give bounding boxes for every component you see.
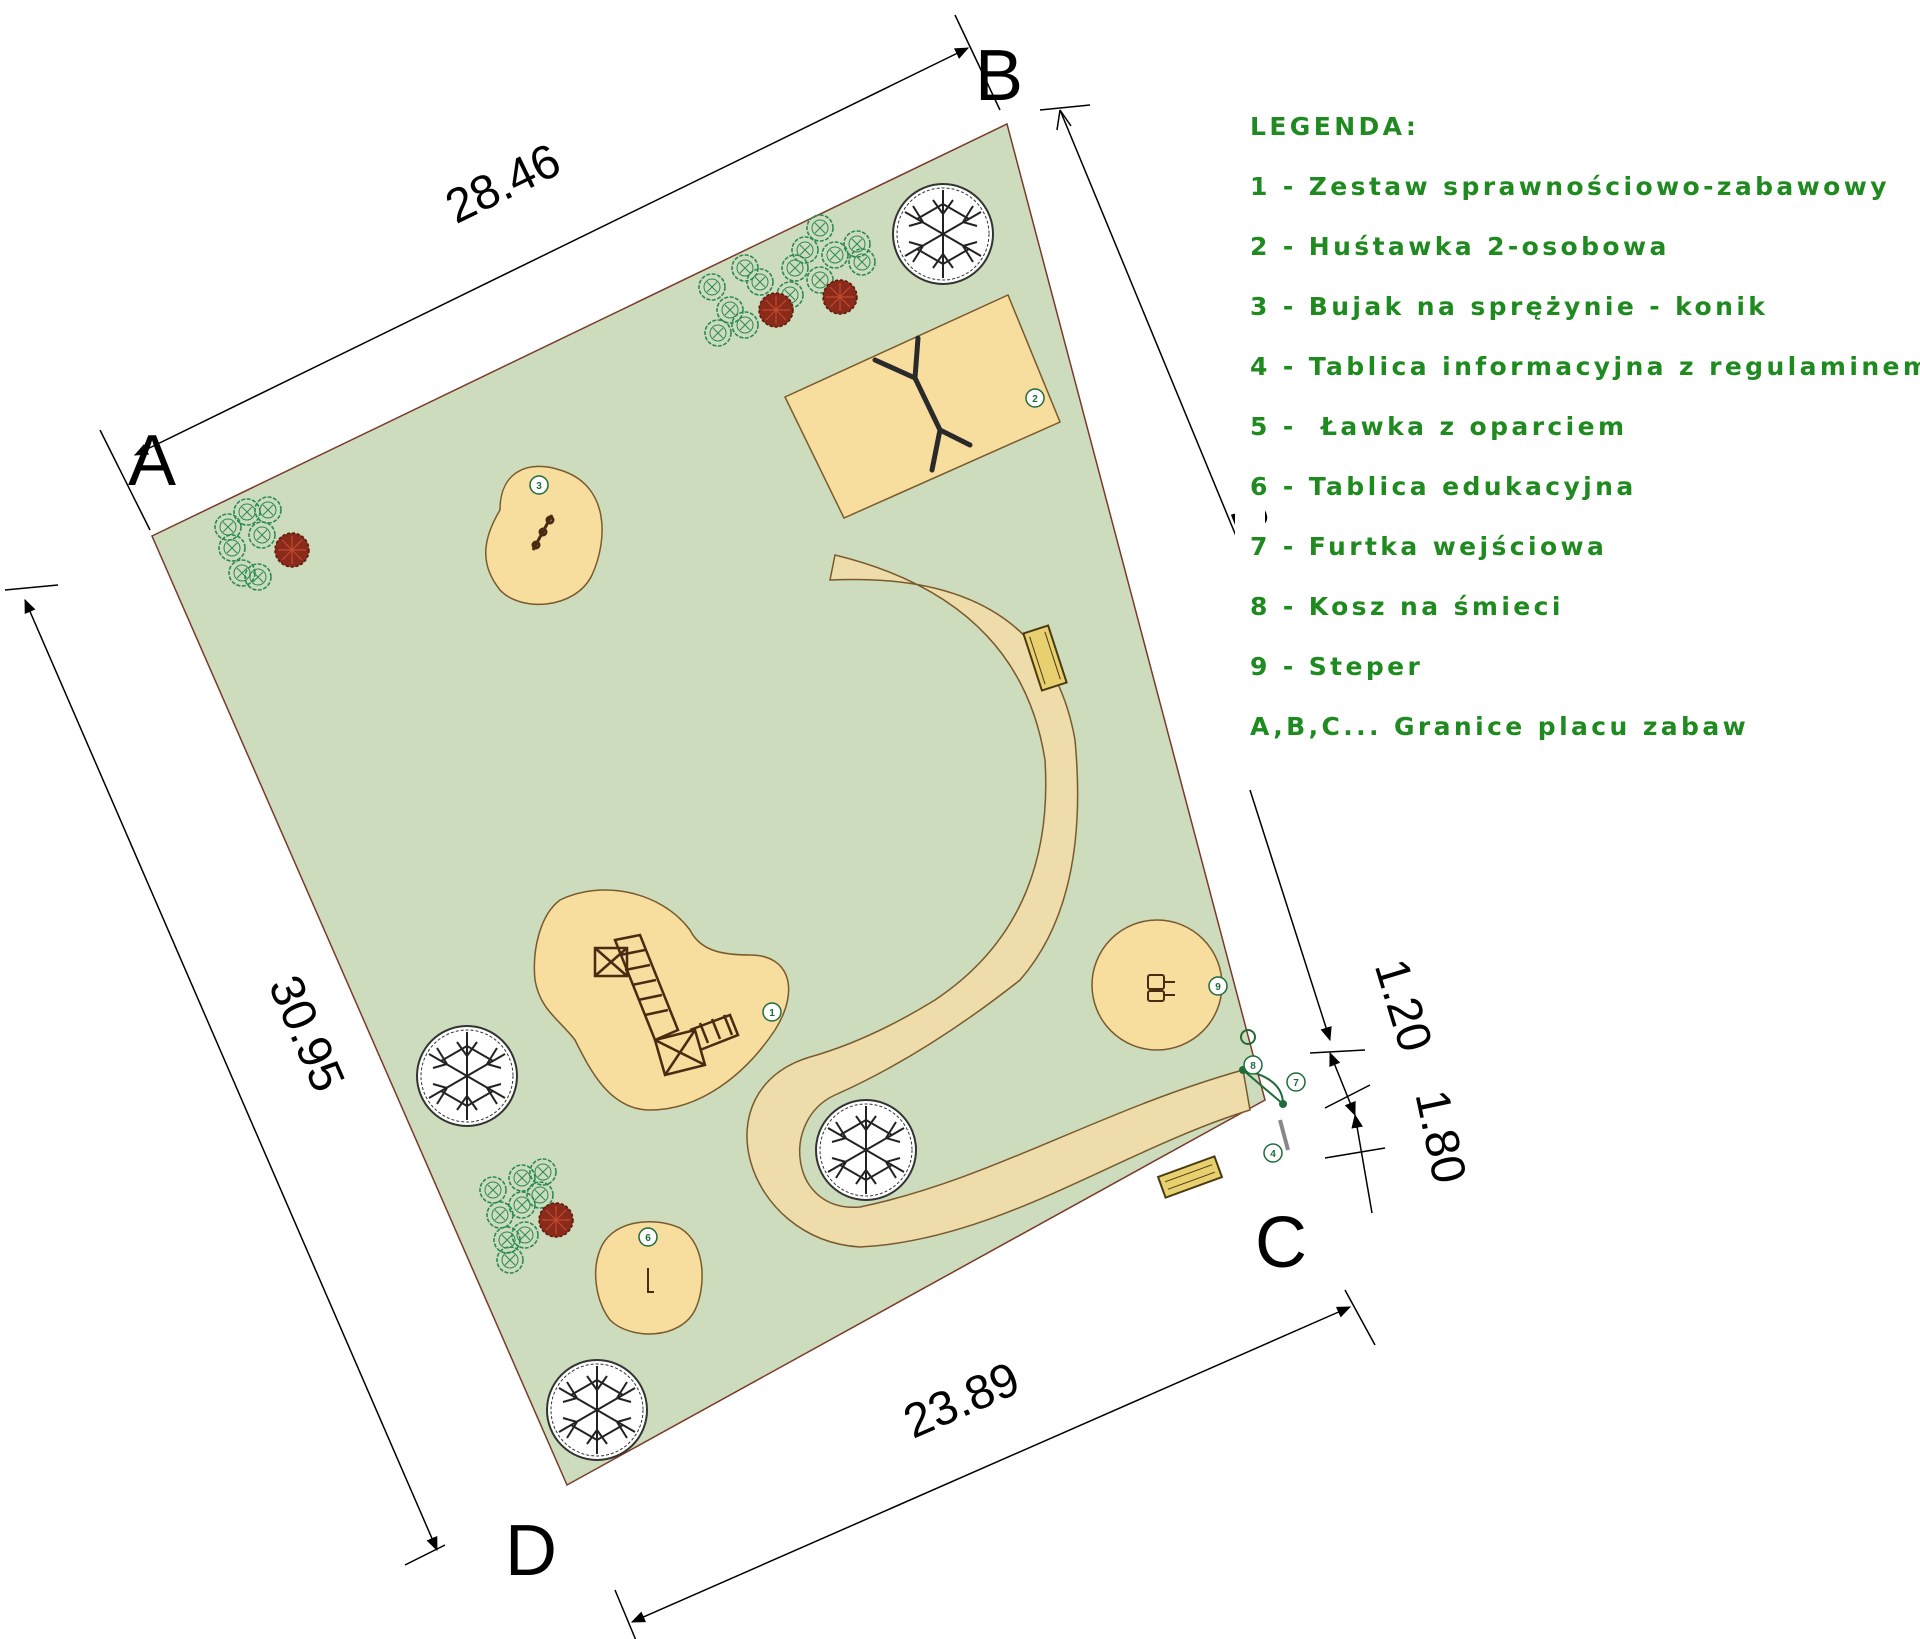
legend-backdrop	[1235, 490, 1265, 770]
legend: LEGENDA: 1 - Zestaw sprawnościowo-zabawo…	[1250, 112, 1920, 772]
play-set-icon	[593, 933, 740, 1077]
extension-line	[1324, 1084, 1371, 1109]
dimension-text-ab: 28.46	[438, 134, 569, 234]
gate-post	[1279, 1100, 1287, 1108]
marker-7-label: 7	[1293, 1078, 1299, 1089]
extension-line	[1039, 104, 1091, 111]
marker-3-label: 3	[536, 481, 542, 492]
tree	[815, 1099, 917, 1201]
tree	[892, 183, 994, 285]
spring-rider-icon	[531, 514, 555, 551]
legend-item-3: 3 - Bujak na sprężynie - konik	[1250, 292, 1769, 321]
legend-title: LEGENDA:	[1250, 112, 1420, 141]
site-boundary	[151, 122, 1266, 1487]
stepper-area	[1091, 919, 1223, 1051]
dimension-line-ad	[24, 598, 438, 1552]
legend-item-6: 6 - Tablica edukacyjna	[1250, 472, 1637, 501]
corner-label-c: C	[1255, 1203, 1307, 1283]
marker-8-label: 8	[1250, 1061, 1256, 1072]
stepper-icon	[1147, 974, 1175, 1002]
marker-9-label: 9	[1215, 982, 1221, 993]
extension-line	[954, 14, 1001, 111]
dimension-text-ad: 30.95	[258, 968, 355, 1099]
legend-item-2: 2 - Huśtawka 2-osobowa	[1250, 232, 1670, 261]
corner-label-d: D	[505, 1511, 557, 1591]
corner-label-b: B	[975, 36, 1023, 116]
dimension-text-dc: 23.89	[896, 1352, 1027, 1449]
legend-item-4: 4 - Tablica informacyjna z regulaminem	[1250, 352, 1920, 381]
tree	[546, 1359, 648, 1461]
dimension-text-gate-width: 1.80	[1405, 1086, 1476, 1188]
legend-item-8: 8 - Kosz na śmieci	[1250, 592, 1564, 621]
extension-line	[1324, 1147, 1386, 1159]
bench-upper	[1022, 624, 1068, 692]
marker-6-label: 6	[645, 1233, 651, 1244]
dimension-line-gate-end	[1351, 1113, 1373, 1214]
legend-item-7: 7 - Furtka wejściowa	[1250, 532, 1608, 561]
dimension-text-gate-offset: 1.20	[1364, 953, 1442, 1058]
path	[746, 554, 1251, 1248]
marker-4-label: 4	[1270, 1149, 1276, 1160]
dimension-line-bc	[1059, 109, 1249, 566]
legend-item-9: 9 - Steper	[1250, 652, 1424, 681]
trash-bin	[1240, 1029, 1256, 1045]
tree	[416, 1025, 518, 1127]
bench-lower	[1156, 1155, 1224, 1199]
dimension-line-dc	[630, 1306, 1352, 1623]
legend-item-5: 5 - Ławka z oparciem	[1250, 412, 1628, 441]
extension-line	[1309, 1049, 1366, 1054]
legend-item-1: 1 - Zestaw sprawnościowo-zabawowy	[1250, 172, 1890, 201]
dimension-line-gate	[1329, 1051, 1356, 1117]
notice-board	[1278, 1119, 1290, 1151]
extension-line	[614, 1589, 637, 1639]
marker-2-label: 2	[1032, 394, 1038, 405]
marker-1-label: 1	[769, 1008, 775, 1019]
dimension-line-bc-lower	[1249, 789, 1332, 1042]
education-board-icon	[647, 1268, 654, 1293]
extension-line	[4, 584, 59, 591]
extension-line	[99, 429, 151, 531]
dimension-arrow-b	[1056, 109, 1072, 131]
extension-line	[1344, 1289, 1376, 1346]
play-set-area	[533, 889, 790, 1111]
dimension-line-ab	[133, 47, 970, 456]
extension-line	[404, 1544, 446, 1566]
legend-item-boundaries: A,B,C... Granice placu zabaw	[1250, 712, 1750, 741]
corner-label-a: A	[128, 421, 176, 501]
